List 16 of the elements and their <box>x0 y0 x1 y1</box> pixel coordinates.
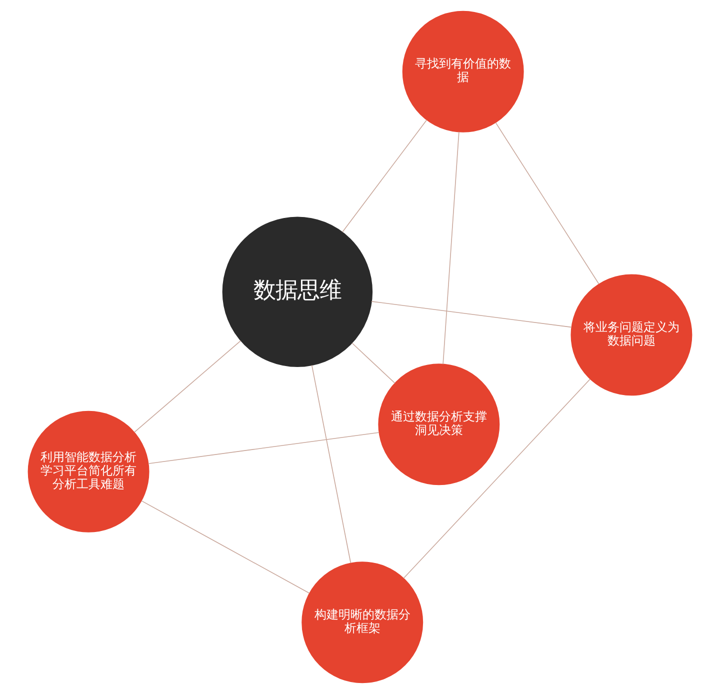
node-circle: 构建明晰的数据分析框架 <box>302 562 424 684</box>
connector <box>495 122 600 284</box>
connector <box>311 364 352 564</box>
connector <box>371 301 572 328</box>
node-circle: 将业务问题定义为数据问题 <box>570 274 692 396</box>
connector <box>141 500 310 594</box>
connector <box>148 432 380 464</box>
node-circle: 利用智能数据分析学习平台简化所有分析工具难题 <box>28 410 150 532</box>
connector <box>134 340 242 433</box>
connector <box>352 342 396 384</box>
node-circle: 寻找到有价值的数据 <box>402 10 524 132</box>
node-circle: 通过数据分析支撑洞见决策 <box>378 364 500 486</box>
connector <box>403 378 590 579</box>
connector <box>442 132 460 365</box>
connector <box>342 120 428 232</box>
node-circle: 数据思维 <box>222 216 373 368</box>
